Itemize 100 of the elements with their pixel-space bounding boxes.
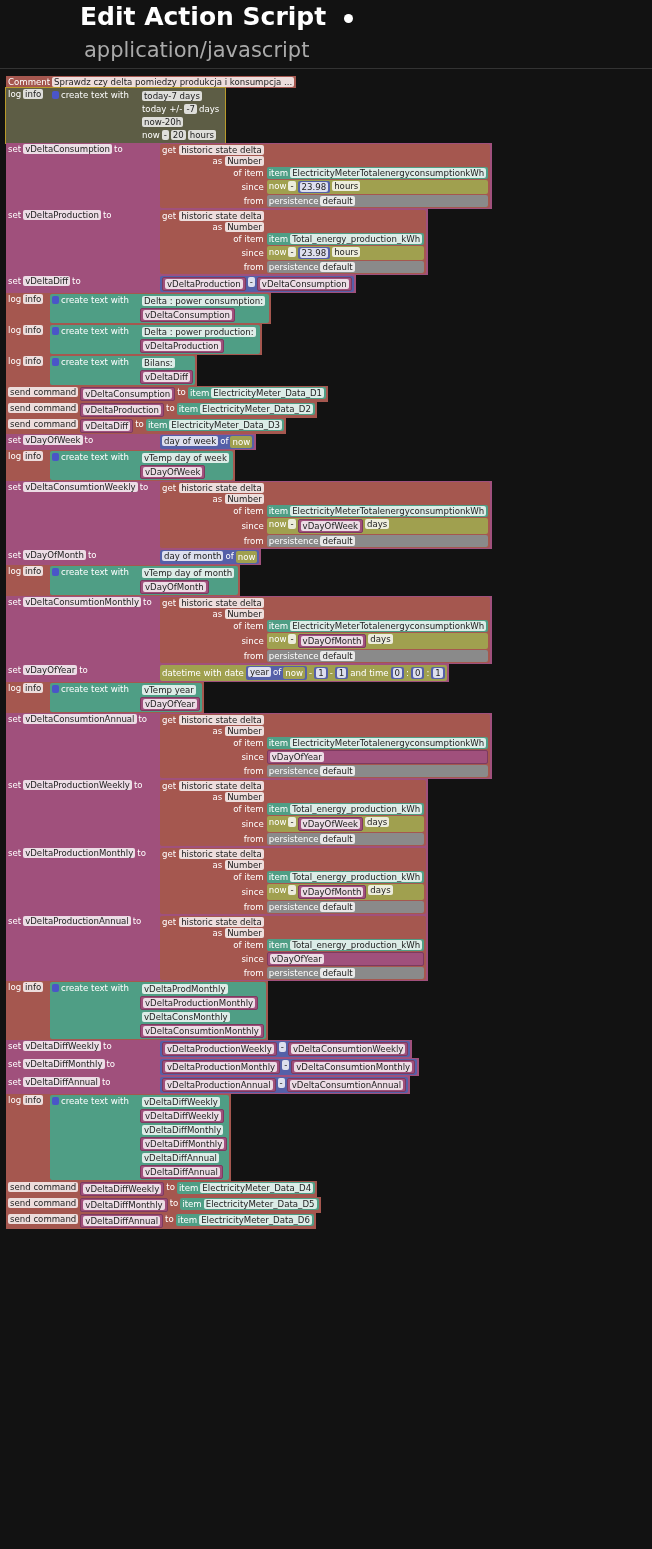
field-value: vDayOfWeek — [143, 467, 203, 477]
field-value: ElectricityMeterTotalenergyconsumptionkWh — [290, 506, 487, 516]
field-value: default — [320, 196, 355, 206]
keyword-label: of item — [233, 621, 264, 631]
keyword-label: set — [8, 276, 22, 286]
keyword-label: Comment — [8, 77, 51, 87]
code-block — [266, 518, 489, 534]
field-value: vDeltaDiffWeekly — [143, 1111, 221, 1121]
keyword-label: from — [243, 766, 264, 776]
code-block — [6, 386, 329, 402]
keyword-label: create text with — [61, 326, 129, 336]
keyword-label: persistence — [268, 196, 319, 206]
keyword-label: now — [268, 247, 287, 257]
keyword-label: item — [268, 621, 289, 631]
field-value: vDeltaDiffAnnual — [23, 1077, 100, 1087]
field-value: send command — [8, 1214, 79, 1224]
field-value: send command — [8, 387, 79, 397]
keyword-label: get — [162, 781, 177, 791]
code-block — [266, 167, 489, 179]
code-block — [6, 565, 241, 596]
field-value: vDeltaProductionMonthly — [165, 1062, 278, 1072]
keyword-label: from — [243, 968, 264, 978]
code-block — [160, 714, 491, 778]
code-block — [266, 180, 489, 194]
field-value: vDayOfWeek — [300, 819, 360, 829]
field-value: info — [23, 451, 44, 461]
field-value: vDayOfMonth — [143, 582, 206, 592]
keyword-label: set — [8, 665, 22, 675]
code-block — [6, 324, 262, 355]
keyword-label: from — [243, 902, 264, 912]
keyword-label: set — [8, 144, 22, 154]
code-block — [266, 505, 489, 517]
code-block — [266, 816, 425, 832]
code-block — [160, 916, 427, 980]
field-value: vDeltaConsumtionMonthly — [294, 1062, 413, 1072]
code-block — [266, 650, 489, 662]
keyword-label: now — [268, 519, 287, 529]
keyword-label: of item — [233, 804, 264, 814]
keyword-label: from — [243, 196, 264, 206]
code-block — [6, 434, 257, 450]
code-block — [266, 765, 489, 777]
code-block — [266, 246, 425, 260]
keyword-label: to — [169, 1198, 179, 1208]
field-value: default — [320, 536, 355, 546]
keyword-label: from — [243, 651, 264, 661]
keyword-label: get — [162, 849, 177, 859]
keyword-label: log — [8, 294, 22, 304]
keyword-label: to — [103, 1041, 112, 1051]
keyword-label: item — [268, 234, 289, 244]
keyword-label: to — [102, 210, 112, 220]
field-value: days — [368, 634, 393, 644]
field-value: 20 — [170, 130, 186, 140]
keyword-label: create text with — [61, 567, 129, 577]
field-value: - — [282, 1060, 290, 1070]
code-block — [160, 550, 260, 564]
keyword-label: since — [241, 752, 264, 762]
field-value: 1 — [336, 668, 347, 678]
field-value: historic state delta — [179, 849, 264, 859]
code-block — [50, 982, 266, 1039]
keyword-label: set — [8, 210, 22, 220]
code-block — [266, 633, 489, 649]
code-block — [160, 780, 427, 846]
field-value: Number — [225, 792, 264, 802]
field-value: vDeltaConsumtionWeekly — [23, 482, 138, 492]
keyword-label: log — [8, 325, 22, 335]
field-value: vDeltaDiff — [23, 276, 71, 286]
field-value: vDayOfYear — [269, 752, 324, 762]
keyword-label: of item — [233, 234, 264, 244]
keyword-label: - — [329, 668, 333, 678]
field-value: info — [23, 1095, 44, 1105]
field-value: vDeltaDiffAnnual — [143, 1167, 220, 1177]
field-value: vDeltaProductionMonthly — [23, 848, 136, 858]
keyword-label: to — [166, 1182, 175, 1192]
field-value: hours — [332, 247, 361, 257]
keyword-label: set — [8, 597, 22, 607]
keyword-label: create text with — [61, 1096, 129, 1106]
field-value: ElectricityMeterTotalenergyconsumptionkWh — [290, 168, 487, 178]
code-block — [6, 355, 197, 386]
keyword-label: item — [177, 1215, 198, 1225]
keyword-label: get — [162, 483, 177, 493]
keyword-label: to — [72, 276, 81, 286]
field-value: 0 — [392, 668, 403, 678]
keyword-label: now — [268, 634, 287, 644]
field-value: default — [320, 766, 355, 776]
code-block — [160, 1077, 409, 1093]
code-block — [140, 129, 218, 141]
field-value: 23.98 — [299, 248, 329, 258]
code-block — [160, 848, 427, 914]
code-block — [266, 233, 425, 245]
field-value: default — [320, 902, 355, 912]
variable-block — [266, 750, 489, 764]
field-value: send command — [8, 419, 79, 429]
keyword-label: as — [212, 156, 223, 166]
keyword-label: of item — [233, 506, 264, 516]
code-block — [266, 803, 425, 815]
keyword-label: as — [212, 222, 223, 232]
field-value: vDayOfYear — [143, 699, 198, 709]
code-block — [160, 210, 427, 274]
keyword-label: as — [212, 860, 223, 870]
keyword-label: create text with — [61, 295, 129, 305]
